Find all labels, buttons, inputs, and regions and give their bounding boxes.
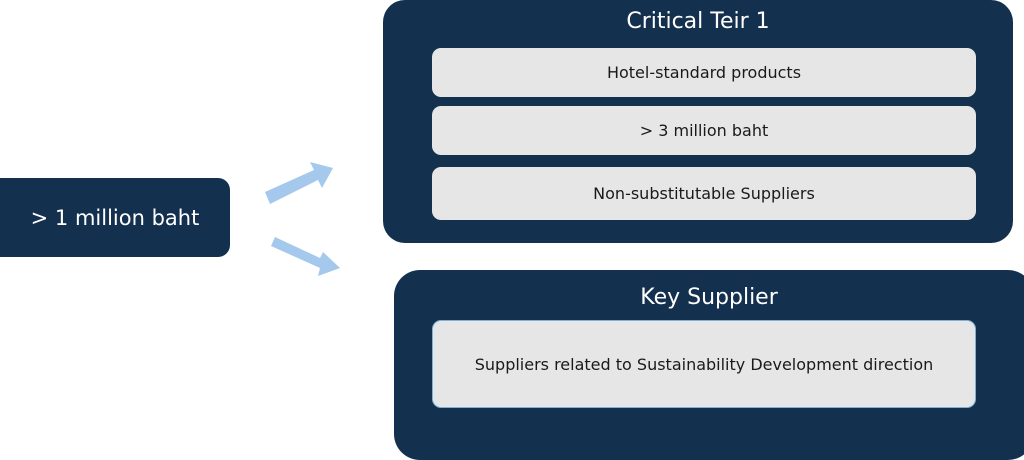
arrows: [265, 162, 340, 276]
key-supplier-panel: Key Supplier Suppliers related to Sustai…: [394, 270, 1024, 460]
critical-item: Hotel-standard products: [432, 48, 976, 97]
critical-item: > 3 million baht: [432, 106, 976, 155]
critical-title: Critical Teir 1: [626, 9, 770, 34]
key-item: Suppliers related to Sustainability Deve…: [432, 320, 976, 408]
source-label: > 1 million baht: [30, 205, 200, 230]
key-title: Key Supplier: [640, 285, 778, 310]
critical-tier1-panel: Critical Teir 1 Hotel-standard products …: [383, 0, 1013, 243]
critical-item: Non-substitutable Suppliers: [432, 167, 976, 220]
source-box: > 1 million baht: [0, 178, 230, 257]
arrow-down-right-icon: [271, 237, 340, 276]
arrow-up-right-icon: [265, 162, 333, 204]
